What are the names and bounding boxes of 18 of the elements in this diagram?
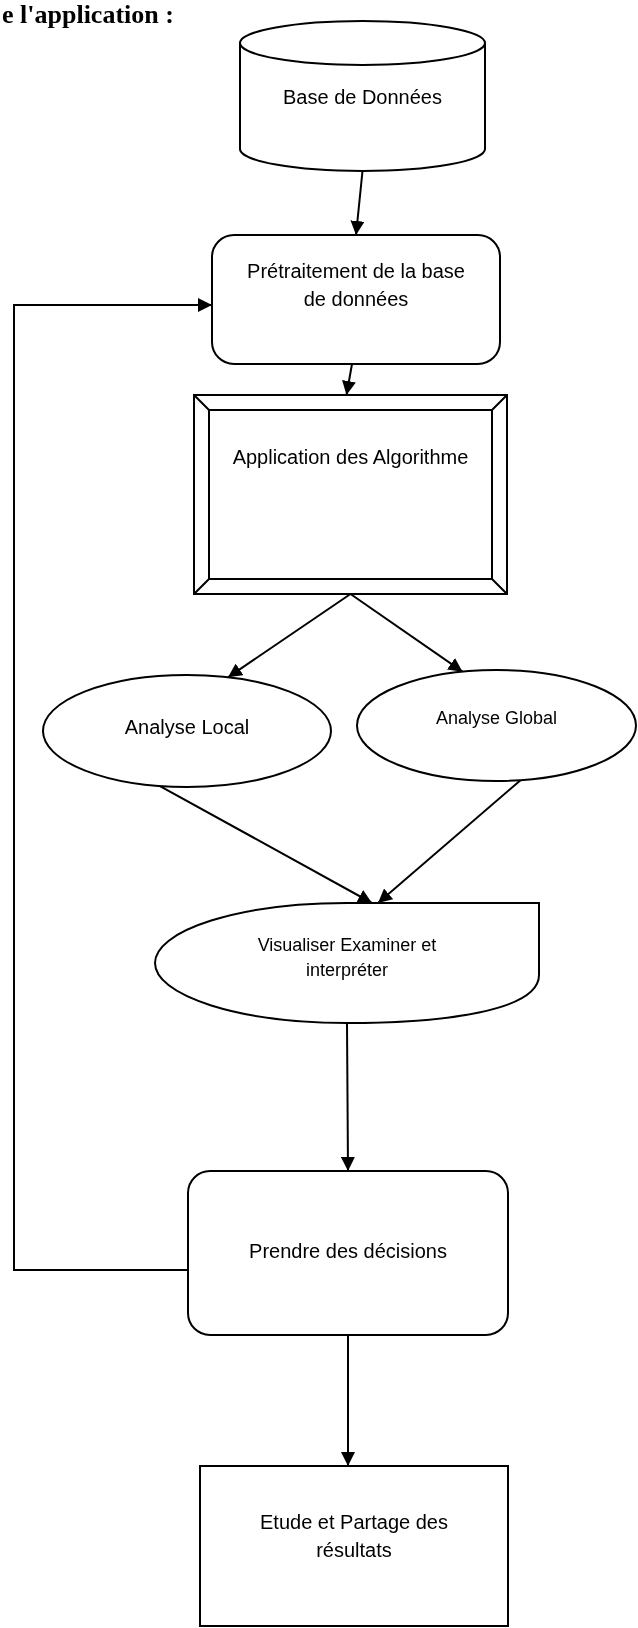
arrow — [377, 779, 522, 904]
arrow — [342, 363, 356, 396]
heading: e l'application : — [2, 0, 174, 30]
node-label: Prendre des décisions — [248, 1239, 448, 1264]
node-label: Visualiser Examiner et interpréter — [256, 934, 438, 983]
node-label: Analyse Local — [123, 715, 251, 740]
arrow — [350, 170, 365, 236]
node-label: Prétraitement de la base de données — [246, 259, 466, 312]
arrow — [341, 1334, 355, 1467]
node-label: Analyse Global — [434, 707, 559, 730]
arrow — [349, 593, 464, 673]
node-label: Base de Données — [282, 85, 443, 110]
arrow — [159, 785, 373, 904]
arrow — [227, 593, 352, 679]
node-label: Etude et Partage des résultats — [259, 1510, 449, 1563]
node-label: Application des Algorithme — [231, 445, 470, 470]
arrow — [13, 298, 213, 1271]
arrow — [340, 1022, 355, 1172]
